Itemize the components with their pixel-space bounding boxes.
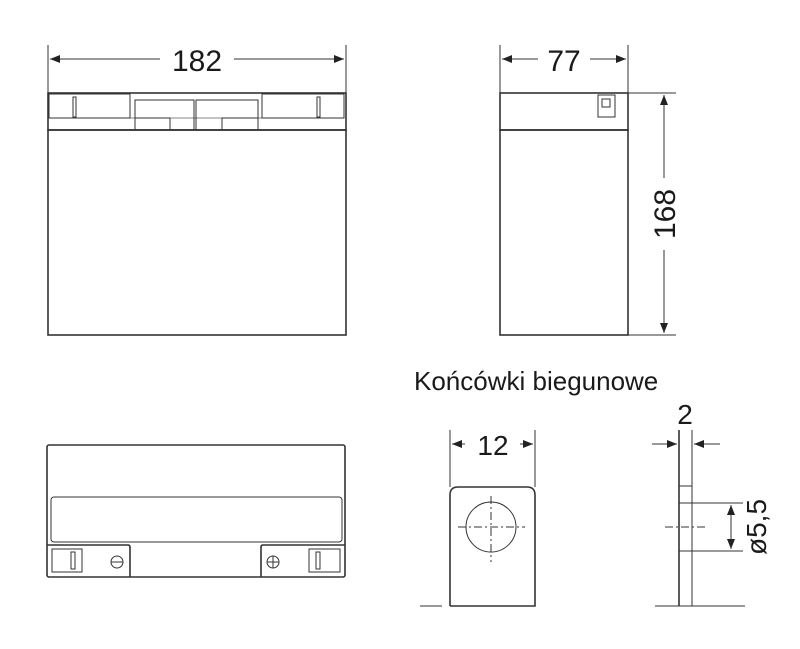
terminal-front: 12 [420,430,536,607]
minus-icon [110,555,124,569]
terminals-title: Końcówki biegunowe [414,366,658,396]
plus-icon [266,555,280,569]
top-view [46,444,346,578]
hole-diameter-dimension: ø5,5 [741,499,772,555]
terminal-thickness-dimension: 2 [677,399,693,430]
front-view: 182 [47,45,347,336]
side-view: 77 168 [499,45,682,336]
width-dimension: 182 [172,45,222,78]
terminal-side: 2 ø5,5 [652,399,772,607]
height-dimension: 168 [649,189,682,239]
depth-dimension: 77 [547,45,580,78]
terminal-width-dimension: 12 [477,430,508,461]
